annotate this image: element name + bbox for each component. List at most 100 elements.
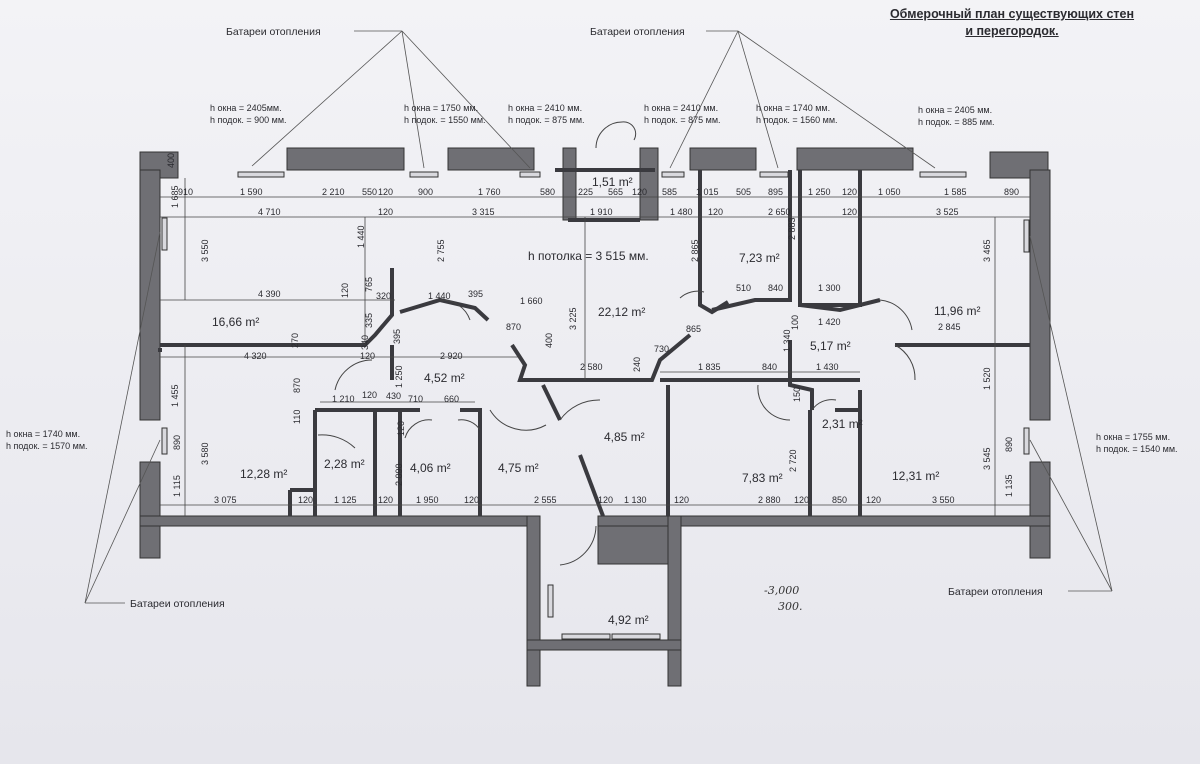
dimension-value: 2 555 — [534, 495, 557, 505]
radiator-label: Батареи отопления — [226, 26, 321, 38]
partition — [711, 170, 792, 312]
dimension-value: 100 — [790, 315, 800, 330]
door-swing — [404, 419, 433, 439]
partition — [460, 408, 482, 516]
room-area: 12,28 m² — [240, 467, 287, 481]
dimension-value: 1 300 — [818, 283, 841, 293]
dimension-value: 1 250 — [394, 365, 404, 388]
top-wall-pier — [639, 147, 659, 221]
dimension-value: 865 — [686, 324, 701, 334]
right-wall — [1029, 169, 1051, 421]
top-wall-pier — [562, 147, 577, 221]
dimension-value: 505 — [736, 187, 751, 197]
dimension-value: 890 — [1004, 187, 1019, 197]
top-wall-pier — [286, 147, 405, 171]
room-area: 7,83 m² — [742, 471, 783, 485]
dimension-value: 1 115 — [172, 475, 182, 497]
dimension-value: 870 — [506, 322, 521, 332]
dimension-value: 120 — [866, 495, 881, 505]
room-area: 5,17 m² — [810, 339, 851, 353]
dimension-value: 840 — [762, 362, 777, 372]
top-wall-pier — [796, 147, 914, 171]
dimension-value: 850 — [832, 495, 847, 505]
dimension-value: 320 — [376, 291, 391, 301]
handwritten-note: 300. — [778, 600, 803, 613]
dimension-value: 3 075 — [214, 495, 237, 505]
door-swing — [757, 384, 791, 421]
dimension-value: 1 480 — [670, 207, 693, 217]
radiator — [561, 633, 611, 640]
dimension-value: 3 545 — [982, 447, 992, 470]
room-area: 4,92 m² — [608, 613, 649, 627]
dimension-value: 120 — [842, 207, 857, 217]
dimension-value: 335 — [364, 313, 374, 328]
window-note: h подок. = 875 мм. — [508, 115, 585, 125]
partition — [160, 268, 394, 347]
dimension-value: 3 550 — [200, 239, 210, 262]
window-note: h окна = 1740 мм. — [6, 429, 80, 439]
room-area: 4,75 m² — [498, 461, 539, 475]
room-area: 4,52 m² — [424, 371, 465, 385]
dimension-value: 890 — [1004, 437, 1014, 452]
room-area: 2,28 m² — [324, 457, 365, 471]
window-note: h окна = 1755 мм. — [1096, 432, 1170, 442]
dimension-value: 3 525 — [936, 207, 959, 217]
door-swings — [317, 121, 916, 566]
dimension-value: 120 — [360, 351, 375, 361]
door-swing — [811, 399, 837, 411]
dimension-value: 120 — [378, 495, 393, 505]
dimension-value: 1 250 — [808, 187, 831, 197]
door-swing — [679, 290, 705, 299]
radiator — [547, 584, 554, 618]
dimension-value: 660 — [444, 394, 459, 404]
dimension-value: 1 685 — [170, 185, 180, 208]
dimension-value: 2 755 — [436, 239, 446, 262]
door-swing — [621, 121, 637, 141]
dimension-value: 565 — [608, 187, 623, 197]
door-swing — [559, 399, 601, 421]
dimension-value: 1 440 — [356, 225, 366, 248]
title-line-1: Обмерочный план существующих стен — [889, 7, 1135, 21]
dimension-value: 1 015 — [696, 187, 719, 197]
partition — [578, 454, 605, 517]
window-note: h окна = 1750 мм. — [404, 103, 478, 113]
dimension-value: 120 — [674, 495, 689, 505]
dimension-value: 3 315 — [472, 207, 495, 217]
dimension-value: 510 — [736, 283, 751, 293]
annex-bottom-wall — [526, 639, 682, 651]
annex-right-wall — [667, 515, 682, 687]
dimension-value: 1 590 — [240, 187, 263, 197]
radiator — [237, 171, 285, 178]
window-note: h подок. = 1540 мм. — [1096, 444, 1178, 454]
dimension-value: 120 — [378, 187, 393, 197]
window-note: h окна = 2405мм. — [210, 103, 282, 113]
right-wall — [1029, 461, 1051, 559]
room-area: 4,06 m² — [410, 461, 451, 475]
room-area: 2,31 m² — [822, 417, 863, 431]
dimension-value: 120 — [340, 283, 350, 298]
radiators — [161, 171, 1030, 640]
dimension-value: 395 — [468, 289, 483, 299]
room-area: 22,12 m² — [598, 305, 645, 319]
dimension-value: 2 720 — [788, 449, 798, 472]
radiator — [611, 633, 661, 640]
dimension-value: 2 845 — [938, 322, 961, 332]
annex-left-wall — [526, 515, 541, 687]
window-note: h подок. = 1560 мм. — [756, 115, 838, 125]
partition — [399, 297, 490, 322]
dimension-value: 240 — [632, 357, 642, 372]
dimension-value: 3 580 — [200, 442, 210, 465]
window-note: h окна = 1740 мм. — [756, 103, 830, 113]
radiator-label: Батареи отопления — [130, 598, 225, 610]
dimension-value: 4 390 — [258, 289, 281, 299]
room-area: 1,51 m² — [592, 175, 633, 189]
room-areas: 16,66 m² 22,12 m² 1,51 m² 7,23 m² 11,96 … — [212, 175, 980, 627]
window-notes: h окна = 2405мм. h подок. = 900 мм. h ок… — [6, 103, 1178, 454]
dimension-value: 4 710 — [258, 207, 281, 217]
door-swing — [439, 299, 471, 321]
door-swing — [317, 434, 356, 449]
radiator — [919, 171, 967, 178]
